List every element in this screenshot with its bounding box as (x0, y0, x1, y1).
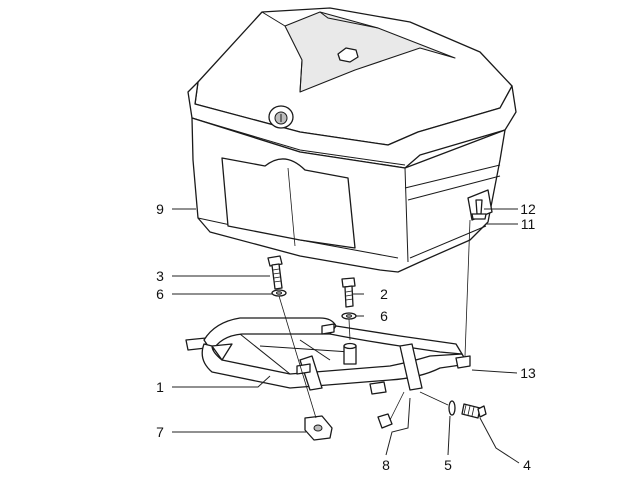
callout-11: 11 (521, 216, 536, 232)
callout-5: 5 (444, 457, 452, 473)
screw-11-12 (471, 199, 487, 220)
bolt-4 (461, 403, 487, 419)
nut-8 (377, 413, 393, 429)
bolt-2 (341, 277, 356, 308)
assembly-lines (278, 219, 471, 421)
callout-12: 12 (520, 201, 536, 217)
callout-7: 7 (156, 424, 164, 440)
washer-5 (448, 400, 456, 416)
top-case-box (187, 7, 517, 273)
leader-lines (172, 208, 520, 464)
rack-frame (185, 317, 471, 395)
callout-6-right: 6 (380, 308, 388, 324)
callout-3: 3 (156, 268, 164, 284)
callout-1: 1 (156, 379, 164, 395)
callout-13: 13 (520, 365, 536, 381)
callout-9: 9 (156, 201, 164, 217)
clamp-7 (304, 415, 333, 441)
callout-labels: 1 2 3 4 5 6 6 7 8 9 11 12 13 (156, 201, 536, 473)
lid-hex-cap (337, 47, 359, 63)
callout-2: 2 (380, 286, 388, 302)
callout-6-left: 6 (156, 286, 164, 302)
callout-8: 8 (382, 457, 390, 473)
bolt-3 (267, 255, 283, 290)
callout-4: 4 (523, 457, 531, 473)
